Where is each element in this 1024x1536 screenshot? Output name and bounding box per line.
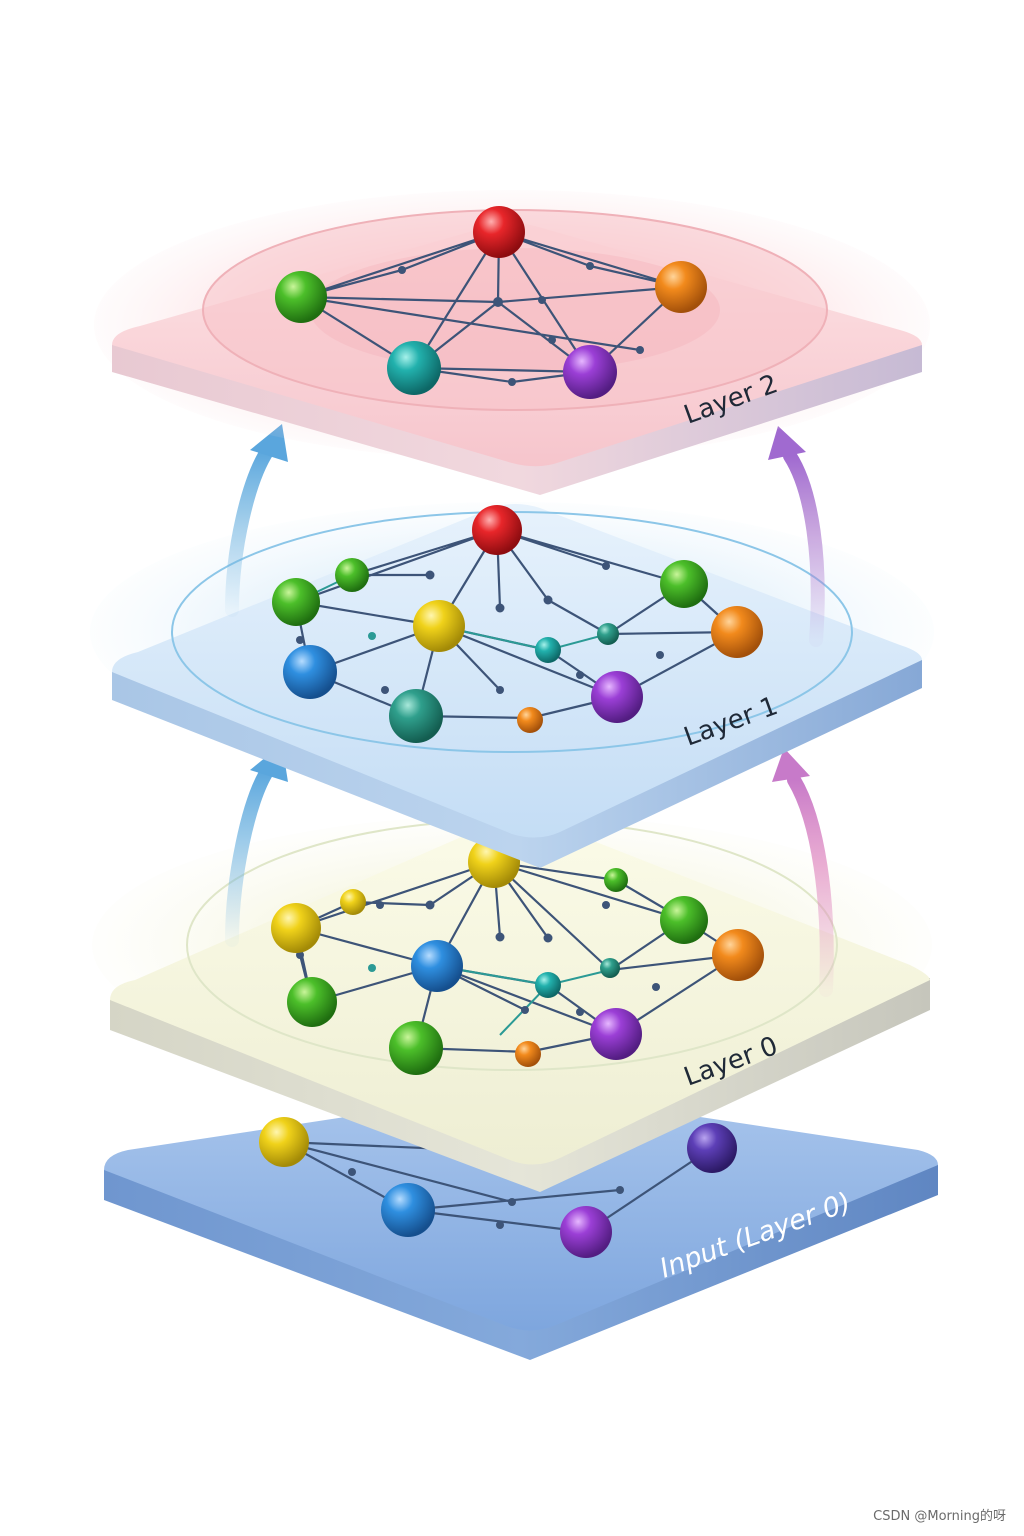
node-purple-bottom (563, 345, 617, 399)
node-green-right (660, 896, 708, 944)
node-teal-bottom (389, 689, 443, 743)
node-blue (381, 1183, 435, 1237)
node-orange-small (517, 707, 543, 733)
node-dark-purple (687, 1123, 737, 1173)
node-yellow-center (413, 600, 465, 652)
node-orange-right (711, 606, 763, 658)
node-green-small (604, 868, 628, 892)
node-blue-left (283, 645, 337, 699)
arrows-0-to-1 (225, 744, 834, 997)
node-teal-small (535, 972, 561, 998)
layer0-plate: Layer 0 (92, 815, 932, 1192)
arrow-head-right-upper (768, 426, 806, 460)
node-green-left (272, 578, 320, 626)
node-green-right (660, 560, 708, 608)
node-purple-right (591, 671, 643, 723)
node-yellow-left (271, 903, 321, 953)
node-teal-bottom (387, 341, 441, 395)
node-red-top (473, 206, 525, 258)
node-orange-small (515, 1041, 541, 1067)
node-green-left (287, 977, 337, 1027)
input-edges (283, 1140, 713, 1234)
node-yellow-small (340, 889, 366, 915)
layer1-plate: Layer 1 (90, 502, 934, 868)
node-green-tiny (597, 623, 619, 645)
node-teal-small (535, 637, 561, 663)
layer2-plate: Layer 2 (94, 190, 930, 495)
input-plate: Input (Layer 0) (104, 1091, 938, 1360)
node-blue-center (411, 940, 463, 992)
arrow-head-right-lower (772, 748, 810, 782)
watermark: CSDN @Morning的呀 (873, 1509, 1006, 1524)
node-green-left (275, 271, 327, 323)
node-green-small (335, 558, 369, 592)
node-red-top (472, 505, 522, 555)
node-yellow (259, 1117, 309, 1167)
node-purple-right (590, 1008, 642, 1060)
node-green-tiny (600, 958, 620, 978)
node-green-bottom (389, 1021, 443, 1075)
node-orange-right (655, 261, 707, 313)
node-purple (560, 1206, 612, 1258)
node-orange-right (712, 929, 764, 981)
